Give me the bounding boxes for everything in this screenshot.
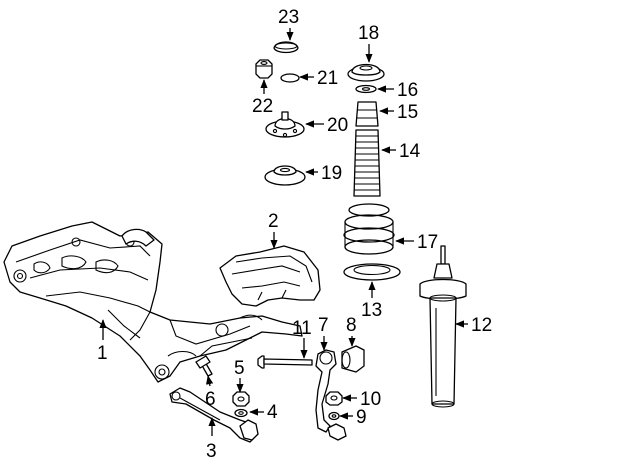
callout-14: 14 <box>399 141 421 162</box>
tension-strut-drawing <box>315 349 347 441</box>
callout-8: 8 <box>346 315 357 336</box>
bump-stop-15-drawing <box>355 101 379 127</box>
splash-shield-drawing <box>219 245 321 307</box>
callout-10: 10 <box>360 389 381 410</box>
callout-7: 7 <box>318 315 329 336</box>
callout-9: 9 <box>356 407 367 428</box>
callout-19: 19 <box>321 163 342 184</box>
callout-21: 21 <box>317 68 338 89</box>
nut-10-drawing <box>325 391 343 406</box>
bearing-plate-19-drawing <box>264 165 306 186</box>
callout-1: 1 <box>97 343 108 364</box>
nut-4-drawing <box>234 408 248 418</box>
bushing-8-drawing <box>341 345 365 373</box>
callout-20: 20 <box>327 115 348 136</box>
callout-12: 12 <box>471 315 492 336</box>
nut-5-drawing <box>232 391 250 407</box>
dust-boot-14-drawing <box>353 129 381 197</box>
callout-17: 17 <box>417 232 438 253</box>
callout-22: 22 <box>252 96 273 117</box>
dust-cap-23-drawing <box>273 41 299 54</box>
upper-mount-18-drawing <box>347 63 385 82</box>
strut-12-drawing <box>419 245 467 408</box>
nut-9-drawing <box>328 411 340 421</box>
callout-3: 3 <box>206 441 217 462</box>
callout-15: 15 <box>397 102 418 123</box>
subframe-drawing <box>3 221 303 383</box>
strut-mount-20-drawing <box>265 111 305 138</box>
spring-pad-13-drawing <box>343 263 401 281</box>
washer-21-drawing <box>280 73 300 83</box>
callout-2: 2 <box>268 211 279 232</box>
coil-spring-17-drawing <box>343 203 395 255</box>
callout-labels: 1 2 3 4 5 6 7 8 9 10 11 12 13 14 15 16 1… <box>97 7 492 462</box>
callout-6: 6 <box>205 389 216 410</box>
bolt-11-drawing <box>257 355 313 369</box>
callout-5: 5 <box>234 358 245 379</box>
leader-6 <box>206 375 214 387</box>
callout-13: 13 <box>361 300 382 321</box>
bolt-6-drawing <box>195 355 213 377</box>
leader-lines <box>99 28 468 436</box>
callout-23: 23 <box>278 7 299 28</box>
callout-11: 11 <box>292 318 312 339</box>
washer-16-drawing <box>355 84 377 94</box>
control-arm-drawing <box>169 387 259 443</box>
callout-16: 16 <box>397 80 418 101</box>
callout-4: 4 <box>267 402 278 423</box>
nut-22-drawing <box>255 59 273 79</box>
callout-18: 18 <box>358 23 379 44</box>
